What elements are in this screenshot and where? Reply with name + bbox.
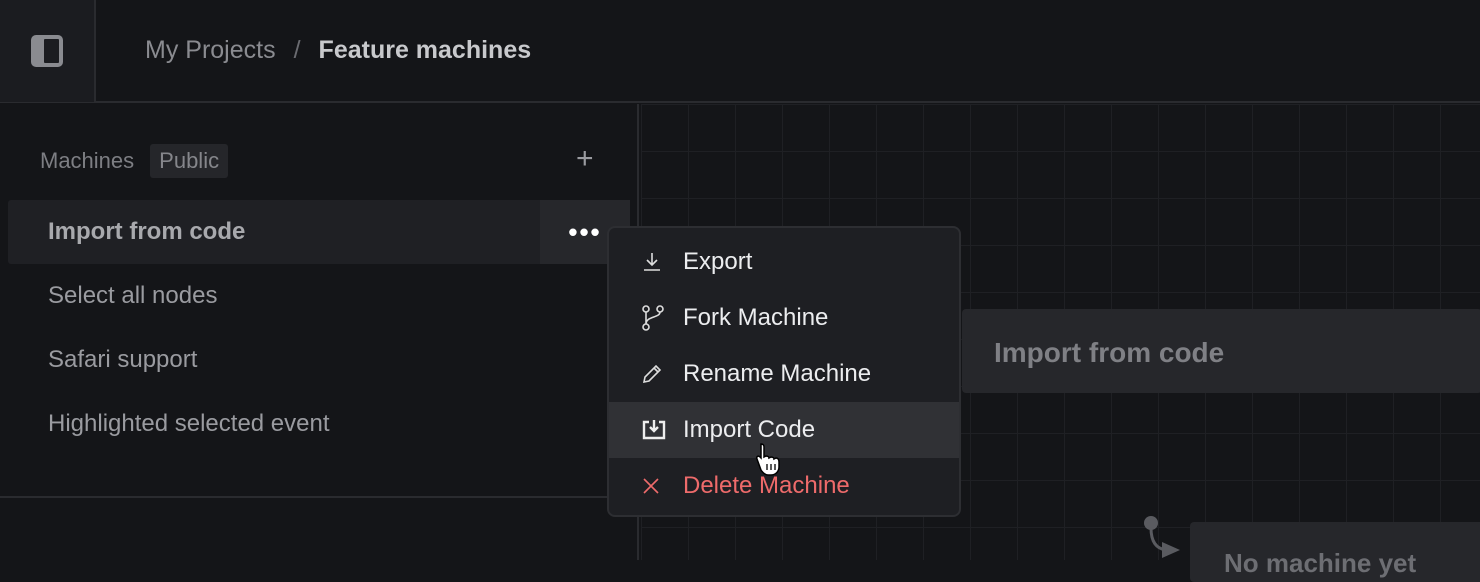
sidebar-title: Machines [40, 148, 135, 173]
top-bar: My Projects / Feature machines [0, 0, 1480, 103]
download-icon [644, 253, 660, 271]
close-icon [643, 478, 659, 494]
breadcrumb: My Projects / Feature machines [145, 36, 531, 65]
machine-item-label: Highlighted selected event [48, 410, 330, 437]
machine-item-label: Select all nodes [48, 282, 218, 309]
menu-item-label: Delete Machine [683, 472, 850, 499]
initial-state-arrow-icon [1144, 516, 1180, 558]
sidebar: Machines Public + Import from code ••• S… [0, 104, 639, 560]
menu-item-fork[interactable]: Fork Machine [609, 290, 959, 346]
context-menu: Export Fork Machine Rename Machine Impor… [607, 226, 961, 517]
menu-item-delete[interactable]: Delete Machine [609, 458, 959, 514]
breadcrumb-my-projects[interactable]: My Projects [145, 36, 276, 64]
menu-item-label: Export [683, 248, 753, 275]
placeholder-node: No machine yet [1190, 522, 1480, 582]
machine-item-label: Safari support [48, 346, 198, 373]
menu-item-import-code[interactable]: Import Code [609, 402, 959, 458]
pencil-icon [642, 364, 662, 384]
git-fork-icon [642, 305, 664, 331]
add-machine-button[interactable]: + [576, 142, 594, 175]
menu-item-rename[interactable]: Rename Machine [609, 346, 959, 402]
menu-item-label: Import Code [683, 416, 816, 443]
machine-node[interactable]: Import from code [962, 309, 1480, 393]
machine-item[interactable]: Safari support [8, 328, 630, 392]
sidebar-toggle-button[interactable] [0, 0, 96, 102]
machine-item[interactable]: Select all nodes [8, 264, 630, 328]
menu-item-label: Fork Machine [683, 304, 829, 331]
divider [0, 496, 639, 498]
breadcrumb-current: Feature machines [318, 36, 532, 64]
visibility-badge: Public [150, 144, 229, 178]
sidebar-icon [31, 35, 63, 67]
machine-item[interactable]: Import from code ••• [8, 200, 630, 264]
pointer-cursor-icon [756, 443, 780, 476]
breadcrumb-separator: / [293, 36, 301, 64]
menu-item-label: Rename Machine [683, 360, 872, 387]
menu-item-export[interactable]: Export [609, 234, 959, 290]
machine-item-label: Import from code [48, 218, 246, 245]
machine-item[interactable]: Highlighted selected event [8, 392, 630, 456]
import-icon [642, 420, 666, 440]
